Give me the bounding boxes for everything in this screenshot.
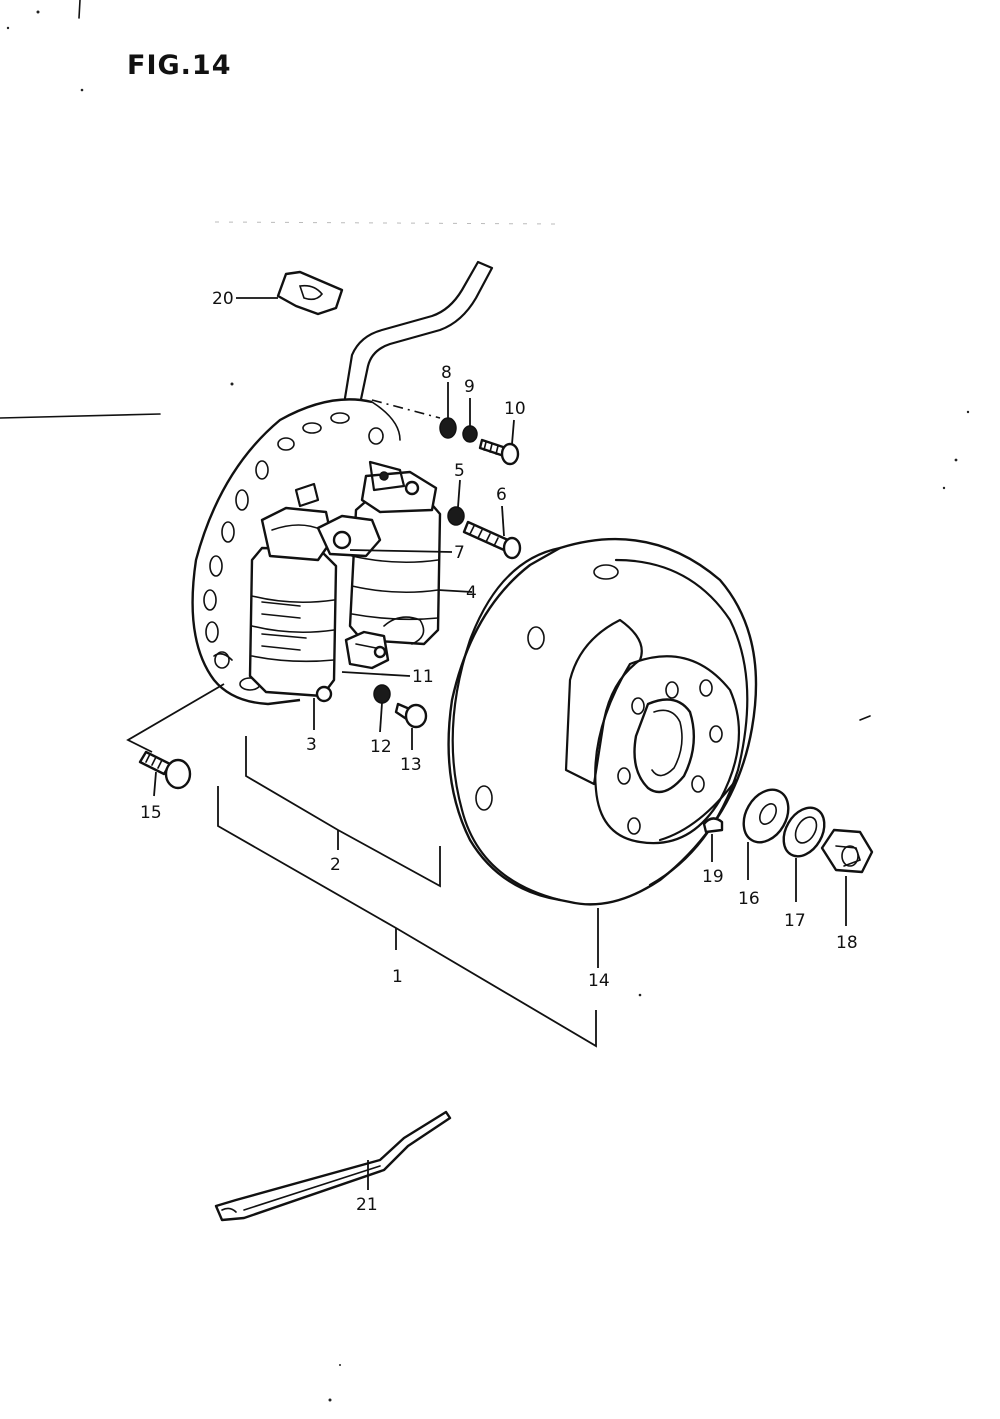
callout-13: 13 [400, 755, 422, 775]
callout-7: 7 [454, 543, 465, 563]
callout-1: 1 [392, 967, 403, 987]
callout-17: 17 [784, 911, 806, 931]
callout-10: 10 [504, 399, 526, 419]
callout-2: 2 [330, 855, 341, 875]
part-8-washer: 8 [439, 363, 457, 439]
callout-6: 6 [496, 485, 507, 505]
part-16-washer: 16 [738, 788, 790, 909]
part-14-flywheel-rotor: 14 [447, 537, 758, 991]
callout-3: 3 [306, 735, 317, 755]
part-18-nut: 18 [820, 828, 874, 953]
part-5-washer: 5 [447, 461, 465, 526]
callout-4: 4 [466, 583, 477, 603]
callout-20: 20 [212, 289, 234, 309]
part-11-condenser: 11 [341, 616, 434, 687]
part-7-contact-breaker: 7 [294, 460, 465, 563]
bracket-assembly-1: 1 [217, 786, 597, 1048]
scan-artifacts [0, 0, 970, 1402]
part-9-washer: 9 [462, 377, 478, 443]
callout-8: 8 [441, 363, 452, 383]
callout-16: 16 [738, 889, 760, 909]
callout-19: 19 [702, 867, 724, 887]
callout-12: 12 [370, 737, 392, 757]
part-12-washer: 12 [370, 684, 392, 757]
part-3-coil: 3 [248, 506, 338, 755]
callout-14: 14 [588, 971, 610, 991]
part-15-screw: 15 [126, 683, 225, 823]
callout-21: 21 [356, 1195, 378, 1215]
part-21-cable-band: 21 [214, 1110, 452, 1222]
part-19-key: 19 [702, 817, 724, 887]
callout-15: 15 [140, 803, 162, 823]
callout-11: 11 [412, 667, 434, 687]
callout-18: 18 [836, 933, 858, 953]
part-20-grommet: 20 [212, 270, 344, 316]
figure-title: FIG.14 [127, 50, 232, 81]
part-13-screw: 13 [394, 702, 428, 775]
bracket-assembly-2: 2 [245, 736, 441, 888]
callout-5: 5 [454, 461, 465, 481]
callout-9: 9 [464, 377, 475, 397]
part-10-screw: 10 [478, 399, 526, 466]
part-6-screw: 6 [462, 485, 522, 560]
part-17-lock-washer: 17 [782, 806, 826, 931]
